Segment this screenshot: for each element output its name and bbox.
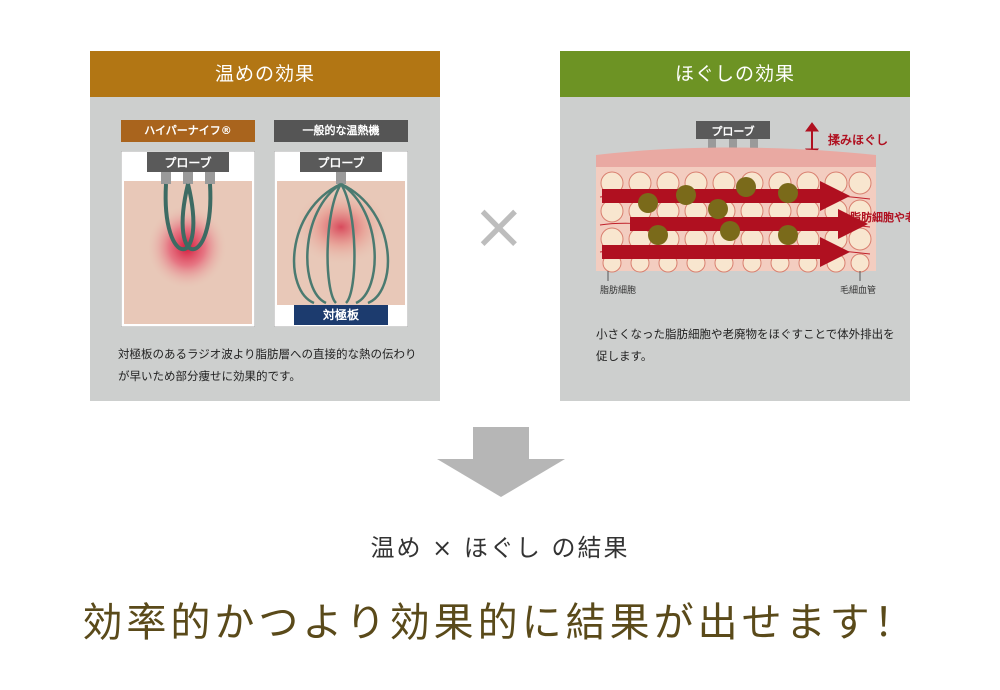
- warming-panel-title: 温めの効果: [90, 51, 440, 97]
- fat-cell-diagram: プローブ 揉みほぐし: [596, 121, 910, 296]
- loosening-effect-panel: ほぐしの効果 プローブ 揉みほぐし: [560, 51, 910, 401]
- down-arrow-icon: [437, 427, 565, 497]
- result-headline: 効率的かつより効果的に結果が出せます！: [82, 600, 918, 646]
- probe-label: プローブ: [711, 124, 754, 138]
- loosening-panel-title: ほぐしの効果: [560, 51, 910, 97]
- loosening-description: 小さくなった脂肪細胞や老廃物をほぐすことで体外排出を促します。: [596, 327, 895, 363]
- probe-label: プローブ: [317, 155, 364, 170]
- heat-spread: [293, 189, 389, 265]
- capillary-label: 毛細血管: [840, 284, 876, 296]
- massage-label: 揉みほぐし: [828, 132, 888, 147]
- multiply-icon: ×: [472, 190, 526, 264]
- warming-effect-panel: 温めの効果 ハイパーナイフ® 一般的な温熱機 プローブ: [90, 51, 440, 401]
- probe-label: プローブ: [164, 155, 211, 170]
- warming-description: 対極板のあるラジオ波より脂肪層への直接的な熱の伝わりが早いため部分痩せに効果的で…: [118, 347, 417, 383]
- general-heater-label: 一般的な温熱機: [274, 120, 408, 142]
- hyper-knife-diagram: プローブ: [121, 151, 255, 327]
- general-heater-diagram: プローブ 対極板: [274, 151, 408, 327]
- hyper-knife-label: ハイパーナイフ®: [121, 120, 255, 142]
- counter-plate-label: 対極板: [322, 307, 360, 322]
- result-subtitle: 温め × ほぐし の結果: [370, 534, 630, 562]
- excrete-label: 脂肪細胞や老廃物を排出: [849, 210, 910, 224]
- fat-cell-label: 脂肪細胞: [600, 284, 636, 296]
